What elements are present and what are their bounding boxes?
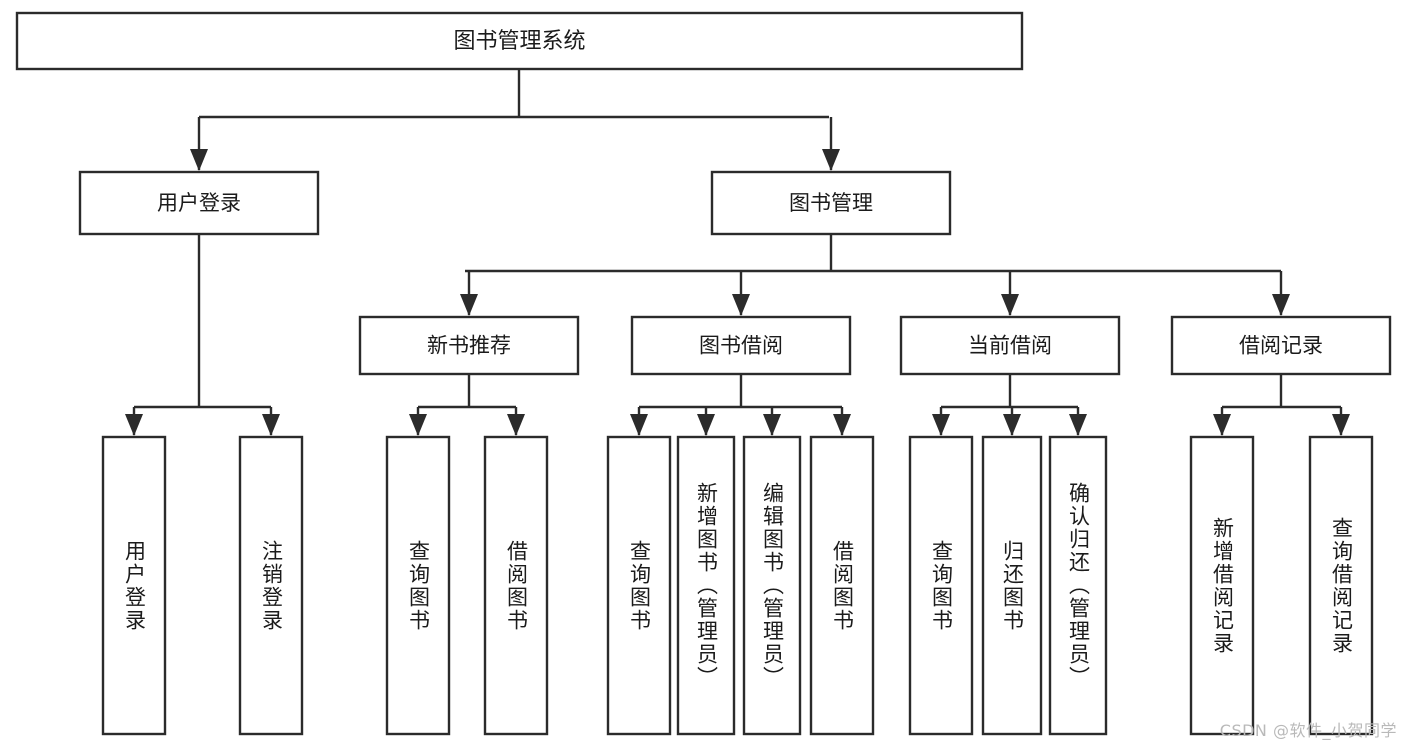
node-leaf-borrow-book-2-rect[interactable] (809, 435, 875, 736)
node-leaf-add-record-rect[interactable] (1189, 435, 1255, 736)
arrow-level2-1 (822, 149, 840, 171)
node-borrow-record-rect[interactable] (1170, 315, 1392, 376)
node-borrow-record[interactable] (1170, 315, 1392, 376)
node-leaf-confirm-return[interactable] (1048, 435, 1108, 736)
node-leaf-edit-book-rect[interactable] (742, 435, 802, 736)
arrow-leaf-query-record (1332, 414, 1350, 436)
node-leaf-borrow-book-1[interactable] (483, 435, 549, 736)
node-leaf-query-book-2-rect[interactable] (606, 435, 672, 736)
node-leaf-query-book-2[interactable] (606, 435, 672, 736)
node-leaf-add-record[interactable] (1189, 435, 1255, 736)
arrow-leaf-user-login (125, 414, 143, 436)
node-leaf-borrow-book-1-rect[interactable] (483, 435, 549, 736)
node-user-login-rect[interactable] (78, 170, 320, 236)
arrow-leaf-query-book-1 (409, 414, 427, 436)
watermark-text: CSDN @软件_小贺同学 (1219, 721, 1397, 740)
arrow-leaf-borrow-book-1 (507, 414, 525, 436)
connector-layer (125, 69, 1350, 436)
arrow-level2-0 (190, 149, 208, 171)
arrow-leaf-query-book-3 (932, 414, 950, 436)
node-leaf-query-book-1[interactable] (385, 435, 451, 736)
arrow-level3-3 (1272, 294, 1290, 316)
node-leaf-query-book-1-rect[interactable] (385, 435, 451, 736)
arrow-leaf-add-book (697, 414, 715, 436)
node-leaf-query-book-3-rect[interactable] (908, 435, 974, 736)
node-leaf-borrow-book-2[interactable] (809, 435, 875, 736)
arrow-leaf-borrow-book-2 (833, 414, 851, 436)
arrow-leaf-logout (262, 414, 280, 436)
node-book-borrow-rect[interactable] (630, 315, 852, 376)
node-book-borrow-label: 图书借阅 (699, 334, 783, 358)
node-user-login-label: 用户登录 (157, 191, 241, 215)
arrow-level3-0 (460, 294, 478, 316)
node-leaf-return-book[interactable] (981, 435, 1043, 736)
node-new-book-recommend-rect[interactable] (358, 315, 580, 376)
node-root-rect[interactable] (15, 11, 1024, 71)
arrow-level3-1 (732, 294, 750, 316)
node-borrow-record-label: 借阅记录 (1239, 334, 1323, 358)
node-leaf-edit-book[interactable] (742, 435, 802, 736)
node-leaf-query-record-rect[interactable] (1308, 435, 1374, 736)
node-leaf-add-book[interactable] (676, 435, 736, 736)
arrow-leaf-return-book (1003, 414, 1021, 436)
node-leaf-logout[interactable] (238, 435, 304, 736)
node-leaf-confirm-return-rect[interactable] (1048, 435, 1108, 736)
node-leaf-query-record[interactable] (1308, 435, 1374, 736)
node-leaf-return-book-rect[interactable] (981, 435, 1043, 736)
node-book-manage[interactable] (710, 170, 952, 236)
arrow-leaf-add-record (1213, 414, 1231, 436)
node-leaf-user-login-rect[interactable] (101, 435, 167, 736)
node-leaf-user-login[interactable] (101, 435, 167, 736)
node-root-label: 图书管理系统 (453, 29, 585, 54)
node-book-borrow[interactable] (630, 315, 852, 376)
arrow-leaf-confirm-return (1069, 414, 1087, 436)
arrow-level3-2 (1001, 294, 1019, 316)
node-current-borrow-rect[interactable] (899, 315, 1121, 376)
node-new-book-recommend[interactable] (358, 315, 580, 376)
node-current-borrow[interactable] (899, 315, 1121, 376)
node-leaf-logout-rect[interactable] (238, 435, 304, 736)
node-leaf-query-book-3[interactable] (908, 435, 974, 736)
node-book-manage-rect[interactable] (710, 170, 952, 236)
node-new-book-recommend-label: 新书推荐 (427, 334, 511, 358)
node-book-manage-label: 图书管理 (789, 191, 873, 215)
arrow-leaf-query-book-2 (630, 414, 648, 436)
node-current-borrow-label: 当前借阅 (968, 334, 1052, 358)
node-root[interactable] (15, 11, 1024, 71)
arrow-leaf-edit-book (763, 414, 781, 436)
node-user-login[interactable] (78, 170, 320, 236)
node-leaf-add-book-rect[interactable] (676, 435, 736, 736)
